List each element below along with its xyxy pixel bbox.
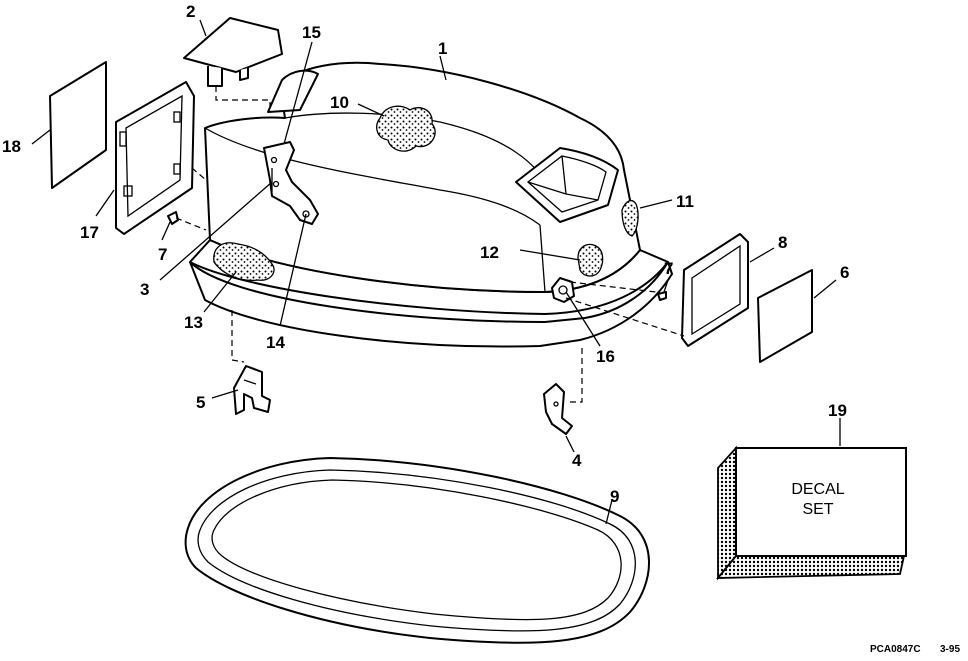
callout-10: 10 — [330, 93, 349, 112]
leader-dash-2 — [215, 86, 271, 112]
decal-set-box — [716, 445, 907, 581]
callout-12: 12 — [480, 243, 499, 262]
callout-4: 4 — [572, 451, 582, 470]
mount-bracket-4 — [543, 383, 573, 435]
side-panel-frame — [115, 81, 195, 235]
drawing-code: PCA0847C — [870, 644, 921, 655]
callout-14: 14 — [266, 333, 285, 352]
callout-2: 2 — [186, 2, 195, 21]
drawing-date: 3-95 — [940, 644, 960, 655]
callout-18: 18 — [2, 137, 21, 156]
screw-left — [167, 211, 179, 225]
assembly-dash-left — [175, 217, 207, 231]
callout-13: 13 — [184, 313, 203, 332]
engine-cover — [189, 61, 673, 348]
cover-seal — [184, 457, 650, 644]
callout-16: 16 — [596, 347, 615, 366]
latch-bracket — [263, 141, 319, 225]
leader-lines — [31, 19, 841, 525]
screw-right — [657, 291, 667, 301]
callout-6: 6 — [840, 263, 849, 282]
callout-7-left: 7 — [158, 245, 167, 264]
callout-9: 9 — [610, 487, 619, 506]
decal-set-label-line2: SET — [802, 501, 833, 518]
assembly-dash-right — [569, 281, 657, 293]
callout-7-right: 7 — [664, 259, 673, 278]
callout-5: 5 — [196, 393, 205, 412]
foam-pad-rear — [577, 243, 604, 277]
decal-sheet-left — [49, 61, 107, 189]
foam-pad-side — [213, 242, 275, 282]
rear-panel-frame — [681, 233, 749, 347]
assembly-dash-bracket-5 — [231, 310, 245, 363]
foam-pad-right — [621, 199, 639, 237]
assembly-dash-left-2 — [191, 167, 207, 181]
assembly-dash-bracket-4 — [566, 348, 583, 403]
mount-bracket-5 — [233, 365, 271, 415]
callout-17: 17 — [80, 223, 99, 242]
decal-sheet-right — [757, 269, 813, 363]
decal-set-label-line1: DECAL — [791, 481, 844, 498]
handle-cap — [183, 17, 283, 87]
callout-1: 1 — [438, 39, 447, 58]
callout-15: 15 — [302, 23, 321, 42]
callout-19: 19 — [828, 401, 847, 420]
callout-11: 11 — [676, 192, 694, 211]
callout-3: 3 — [140, 280, 149, 299]
foam-pad-top — [376, 105, 436, 152]
assembly-dash-right-2 — [565, 297, 685, 337]
callout-8: 8 — [778, 233, 787, 252]
